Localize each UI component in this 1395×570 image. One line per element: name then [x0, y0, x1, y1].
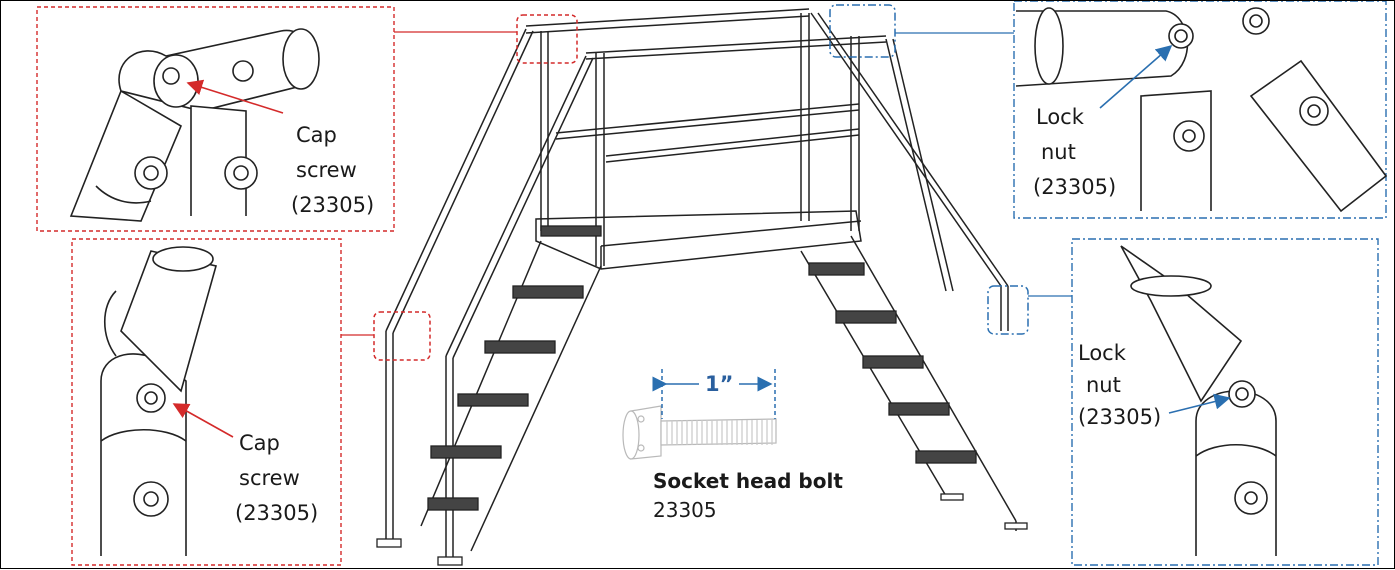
- stair-feet: [376, 493, 1028, 566]
- callout-top-right-line1: Lock: [1036, 105, 1084, 129]
- cap-screw-closeup-top: [69, 28, 320, 222]
- callout-bottom-left-line3: (23305): [235, 501, 319, 525]
- detail-box-top-left: [36, 6, 395, 232]
- arrow-cap-screw-bottom: [172, 403, 234, 438]
- stair-treads-left: [427, 225, 602, 511]
- lock-nut-closeup-bottom: [1120, 245, 1277, 556]
- bolt-dimension-label: 1”: [705, 372, 734, 396]
- callout-top-left-line3: (23305): [291, 193, 375, 217]
- detail-box-top-right: [1013, 1, 1387, 219]
- callout-bottom-right-line2: nut: [1086, 373, 1121, 397]
- arrow-cap-screw-top: [186, 79, 284, 114]
- callout-bottom-left-line1: Cap: [239, 431, 280, 455]
- callout-top-right-line3: (23305): [1033, 175, 1117, 199]
- highlight-top-right-joint: [829, 4, 896, 58]
- bolt-part-number: 23305: [653, 498, 717, 522]
- callout-bottom-left-line2: screw: [239, 466, 300, 490]
- stair-treads-right: [808, 262, 977, 464]
- highlight-left-rail-joint: [373, 311, 431, 361]
- callout-bottom-right-line3: (23305): [1078, 405, 1162, 429]
- cap-screw-closeup-bottom: [100, 246, 217, 556]
- arrow-lock-nut-bottom: [1168, 393, 1231, 414]
- callout-top-right-line2: nut: [1041, 140, 1076, 164]
- detail-box-bottom-left: [71, 238, 342, 566]
- callout-bottom-right-line1: Lock: [1078, 341, 1126, 365]
- lock-nut-closeup-top: [1015, 7, 1388, 213]
- detail-box-bottom-right: [1071, 238, 1379, 566]
- callout-top-left-line1: Cap: [296, 123, 337, 147]
- arrow-lock-nut-top: [1099, 44, 1173, 109]
- bolt-title: Socket head bolt: [653, 469, 843, 493]
- highlight-top-left-joint: [516, 14, 578, 64]
- socket-head-bolt-illustration: [622, 405, 777, 460]
- callout-top-left-line2: screw: [296, 158, 357, 182]
- bolt-dimension-lines: [652, 369, 776, 419]
- highlight-right-rail-joint: [987, 285, 1029, 335]
